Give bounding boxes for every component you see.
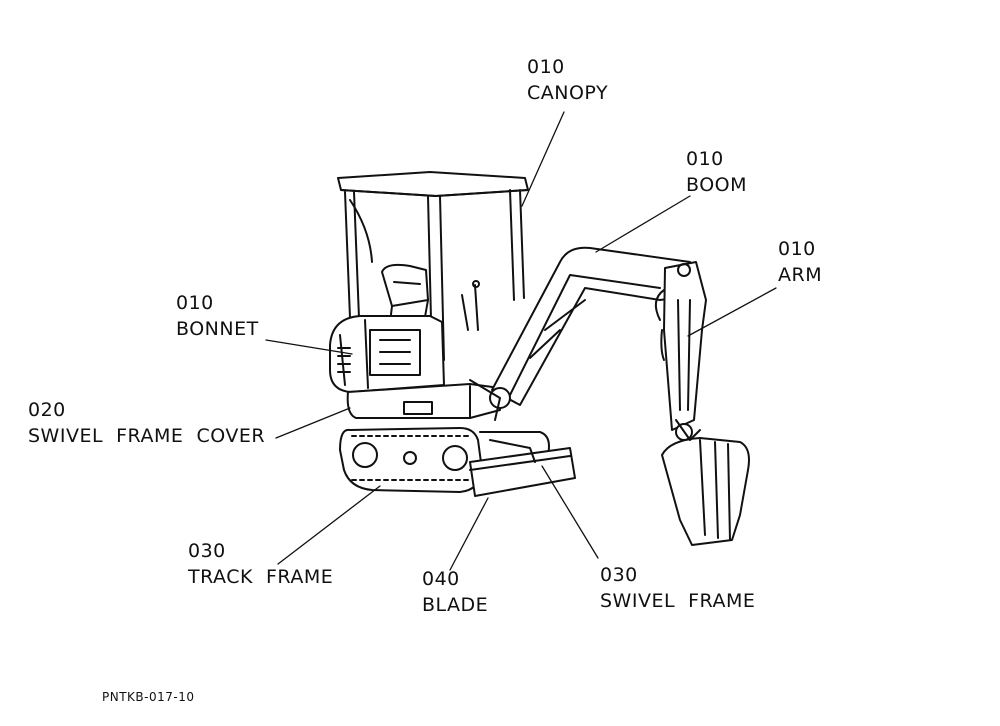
label-swivel-frame: 030 SWIVEL FRAME	[600, 562, 755, 614]
leader-swivel-frame-cover	[275, 407, 351, 439]
leader-track-frame	[277, 485, 381, 565]
label-arm-code: 010	[778, 238, 816, 260]
label-boom-code: 010	[686, 148, 724, 170]
label-canopy-code: 010	[527, 56, 565, 78]
leader-boom	[595, 195, 691, 253]
label-track-frame: 030 TRACK FRAME	[188, 538, 333, 590]
leader-lines	[265, 111, 777, 571]
label-track-frame-code: 030	[188, 540, 226, 562]
leader-blade	[449, 497, 489, 571]
label-swivel-frame-cover: 020 SWIVEL FRAME COVER	[28, 397, 265, 449]
label-canopy-name: CANOPY	[527, 82, 609, 104]
label-swivel-frame-name: SWIVEL FRAME	[600, 590, 756, 612]
blade-drawing	[469, 439, 576, 497]
label-swivel-frame-cover-code: 020	[28, 399, 66, 421]
bucket-drawing	[661, 419, 750, 546]
boom-drawing	[469, 246, 691, 421]
leader-bonnet	[265, 339, 353, 355]
canopy-drawing	[337, 171, 529, 361]
arm-drawing	[654, 261, 707, 431]
leader-swivel-frame	[541, 465, 599, 559]
label-arm: 010 ARM	[778, 236, 822, 288]
label-swivel-frame-cover-name: SWIVEL FRAME COVER	[28, 425, 266, 447]
leader-canopy	[521, 111, 565, 207]
label-blade-code: 040	[422, 568, 460, 590]
label-arm-name: ARM	[778, 264, 823, 286]
label-blade: 040 BLADE	[422, 566, 488, 618]
figure-code: PNTKB-017-10	[102, 690, 195, 704]
label-bonnet: 010 BONNET	[176, 290, 259, 342]
leader-arm	[687, 287, 777, 337]
label-canopy: 010 CANOPY	[527, 54, 608, 106]
label-blade-name: BLADE	[422, 594, 489, 616]
label-bonnet-code: 010	[176, 292, 214, 314]
label-bonnet-name: BONNET	[176, 318, 259, 340]
track-frame-drawing	[339, 427, 550, 493]
label-swivel-frame-code: 030	[600, 564, 638, 586]
bonnet-drawing	[329, 315, 445, 393]
label-boom-name: BOOM	[686, 174, 748, 196]
label-track-frame-name: TRACK FRAME	[188, 566, 334, 588]
label-boom: 010 BOOM	[686, 146, 747, 198]
